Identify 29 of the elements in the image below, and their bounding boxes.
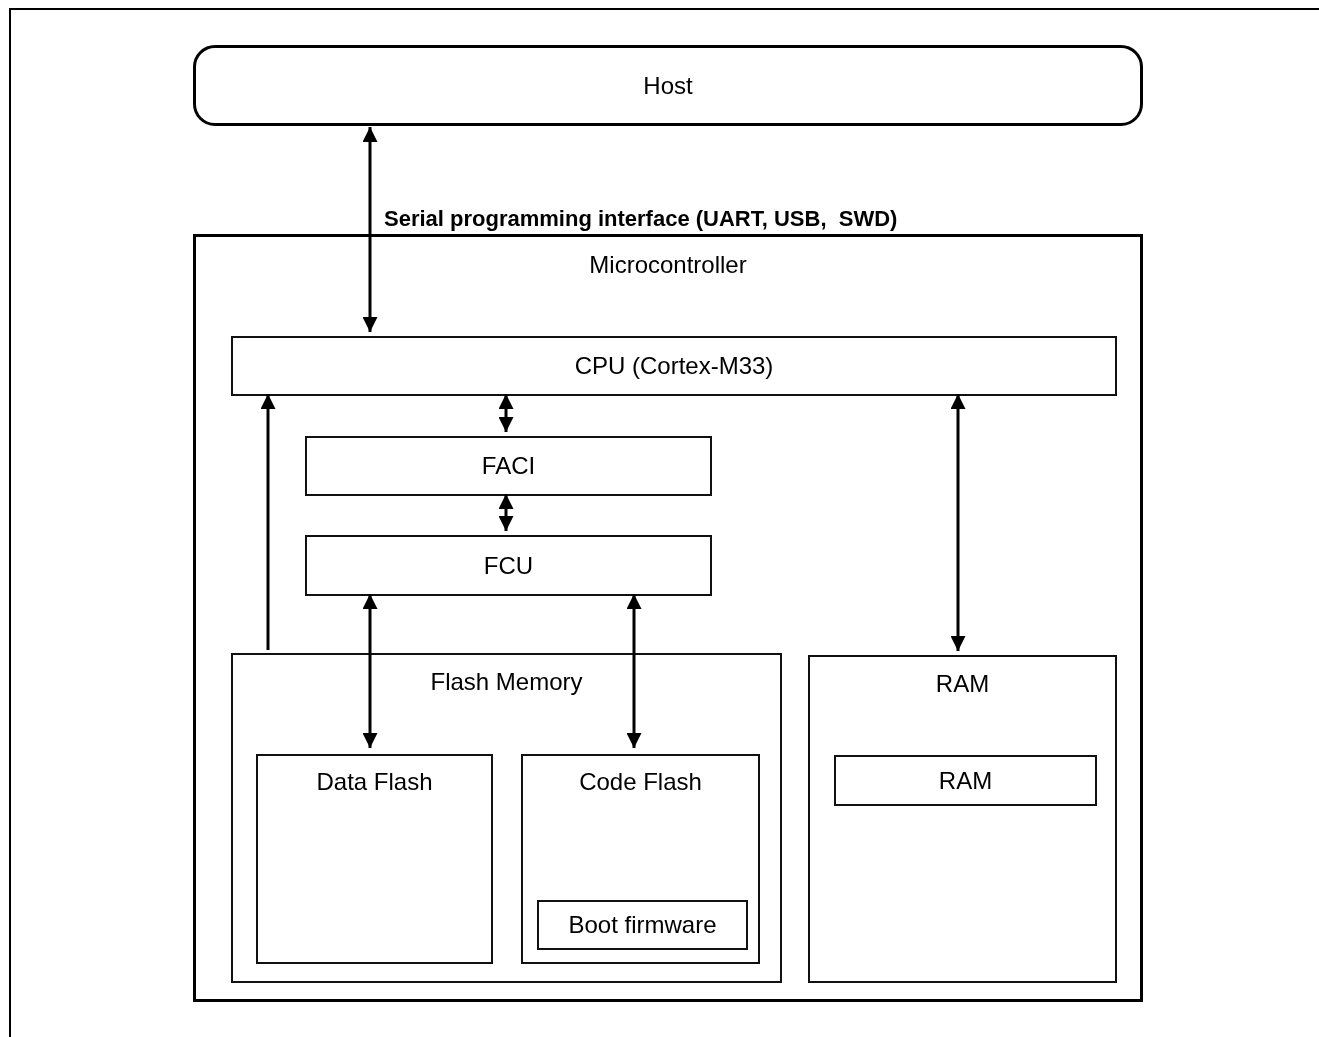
double-arrow [498,494,514,531]
fcu-box [305,535,712,596]
node-label: Data Flash [316,768,433,796]
node-label: Microcontroller [589,251,747,279]
node-label: Code Flash [579,768,702,796]
ram-box [834,755,1097,806]
double-arrow [626,594,642,748]
flash-memory-box [231,653,782,983]
double-arrow [260,394,276,650]
microcontroller-box [193,234,1143,1002]
double-arrow [950,394,966,651]
ram-box [808,655,1117,983]
boot-firmware-box [537,900,748,950]
node-label: CPU (Cortex-M33) [574,352,774,380]
double-arrow [362,594,378,748]
node-label: FCU [483,551,534,580]
node-label: RAM [935,670,990,698]
cpu-box [231,336,1117,396]
host-box [193,45,1143,126]
data-flash-box [256,754,493,964]
node-label: Flash Memory [430,668,583,696]
code-flash-box [521,754,760,964]
node-label: FACI [481,452,536,480]
node-label: RAM [938,766,993,795]
node-label: Boot firmware [568,911,717,939]
faci-box [305,436,712,496]
node-label: Host [643,71,693,100]
double-arrow [498,394,514,432]
double-arrow [362,127,378,332]
